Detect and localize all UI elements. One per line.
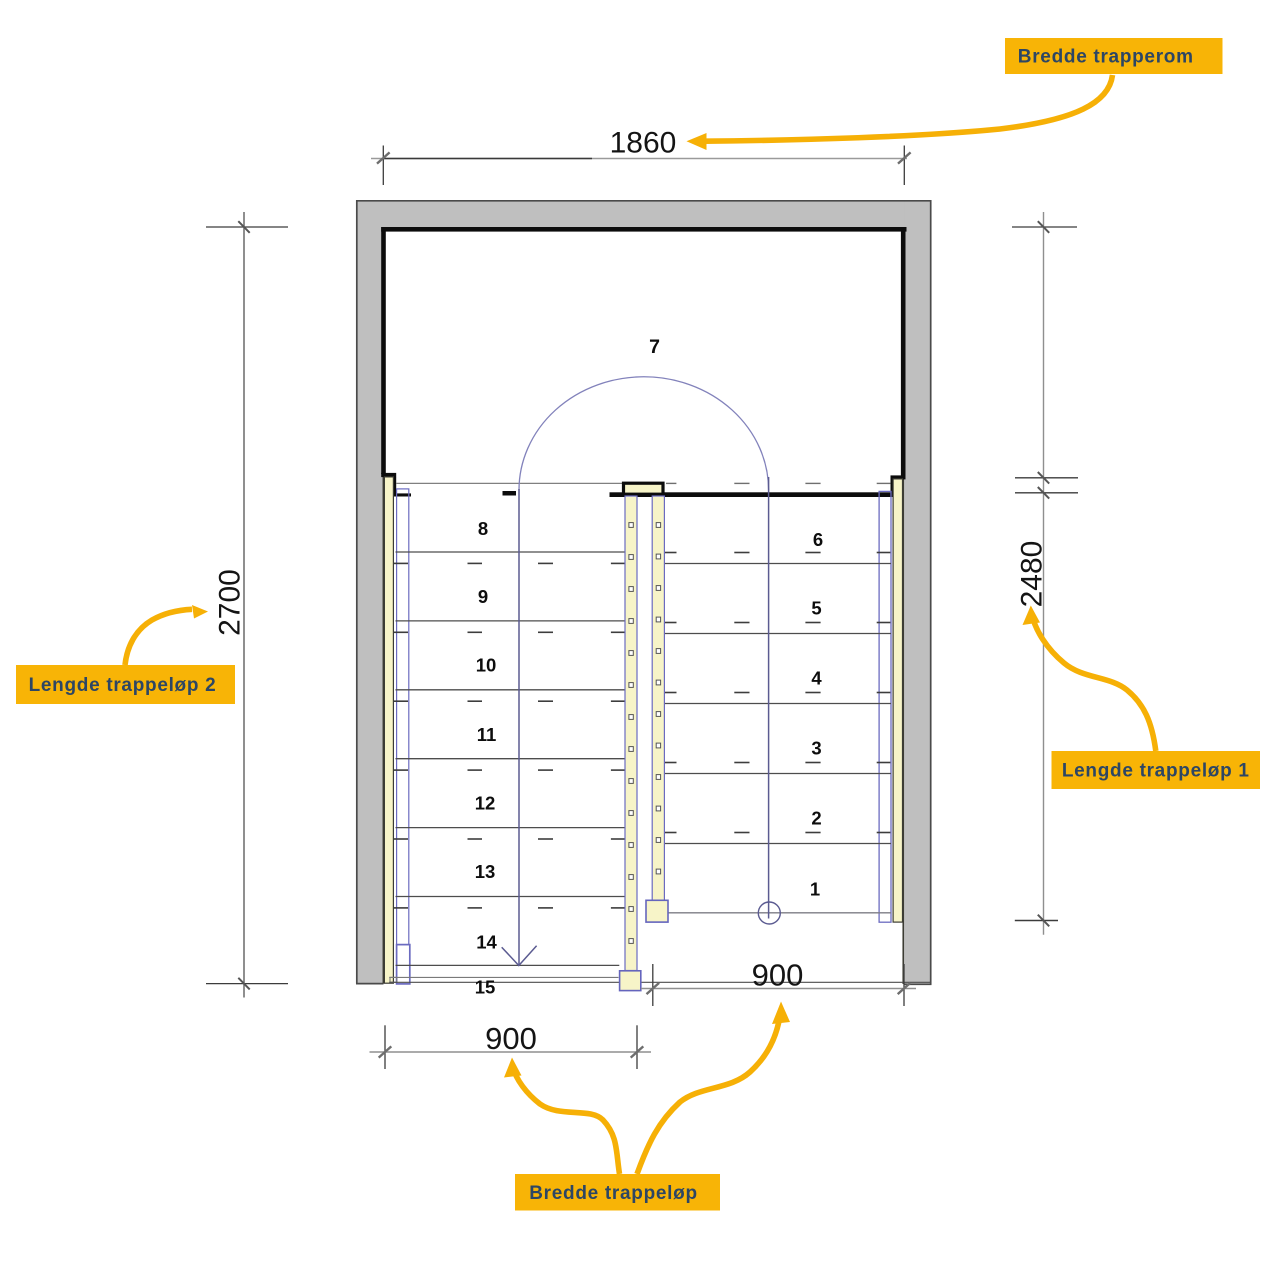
- svg-text:8: 8: [478, 518, 488, 539]
- svg-text:Bredde trappeløp: Bredde trappeløp: [529, 1183, 698, 1204]
- svg-text:4: 4: [811, 668, 822, 689]
- svg-text:6: 6: [813, 529, 823, 550]
- svg-text:1860: 1860: [610, 127, 677, 160]
- svg-text:2700: 2700: [214, 569, 247, 636]
- svg-text:Lengde trappeløp 1: Lengde trappeløp 1: [1062, 761, 1250, 782]
- svg-text:14: 14: [476, 932, 497, 953]
- svg-text:7: 7: [649, 336, 660, 358]
- svg-text:900: 900: [485, 1021, 537, 1056]
- svg-text:11: 11: [477, 724, 497, 745]
- svg-text:9: 9: [478, 586, 488, 607]
- svg-text:13: 13: [475, 861, 496, 882]
- svg-text:12: 12: [475, 793, 496, 814]
- svg-text:10: 10: [476, 655, 497, 676]
- svg-text:Bredde trapperom: Bredde trapperom: [1018, 47, 1194, 68]
- svg-text:3: 3: [811, 738, 821, 759]
- svg-text:15: 15: [475, 977, 496, 998]
- svg-text:2480: 2480: [1016, 541, 1049, 608]
- svg-text:Lengde trappeløp 2: Lengde trappeløp 2: [29, 675, 217, 696]
- svg-text:2: 2: [811, 808, 821, 829]
- svg-text:1: 1: [810, 879, 820, 900]
- svg-text:5: 5: [811, 598, 821, 619]
- svg-text:900: 900: [752, 958, 804, 993]
